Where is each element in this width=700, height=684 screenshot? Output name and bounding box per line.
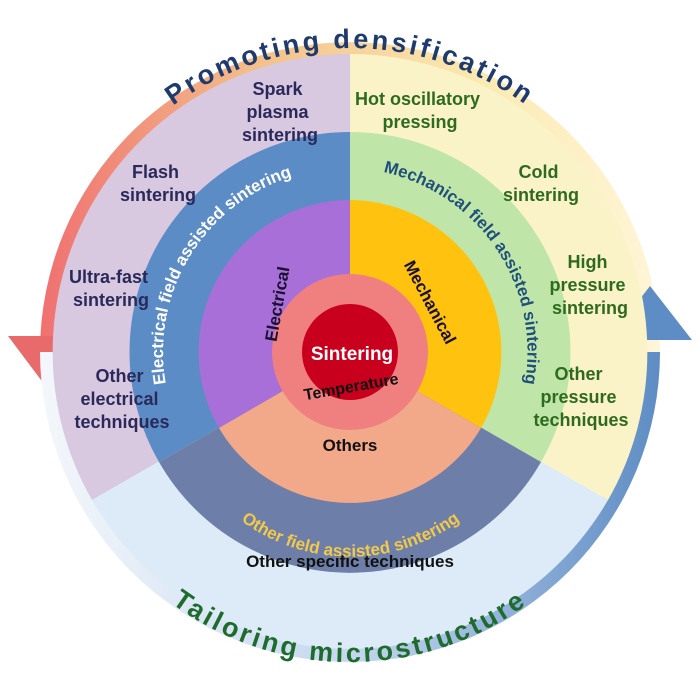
technique-other-electrical: Other electrical techniques — [74, 366, 169, 432]
electrical-techniques: Spark plasma sintering Flash sintering U… — [69, 79, 318, 432]
mechanical-techniques: Hot oscillatory pressing Cold sintering … — [355, 89, 630, 430]
technique-other-specific: Other specific techniques — [246, 552, 454, 571]
technique-spark-plasma-sintering: Spark plasma sintering — [242, 79, 318, 145]
technique-flash-sintering: Flash sintering — [120, 162, 196, 205]
technique-other-pressure: Other pressure techniques — [533, 364, 628, 430]
technique-high-pressure-sintering: High pressure sintering — [549, 252, 630, 318]
sintering-core — [302, 304, 398, 400]
inner-label-others: Others — [323, 436, 378, 455]
core-label-sintering: Sintering — [311, 344, 393, 365]
technique-cold-sintering: Cold sintering — [503, 162, 579, 205]
technique-hot-oscillatory-pressing: Hot oscillatory pressing — [355, 89, 485, 132]
technique-ultra-fast-sintering: Ultra-fast sintering — [69, 267, 153, 310]
